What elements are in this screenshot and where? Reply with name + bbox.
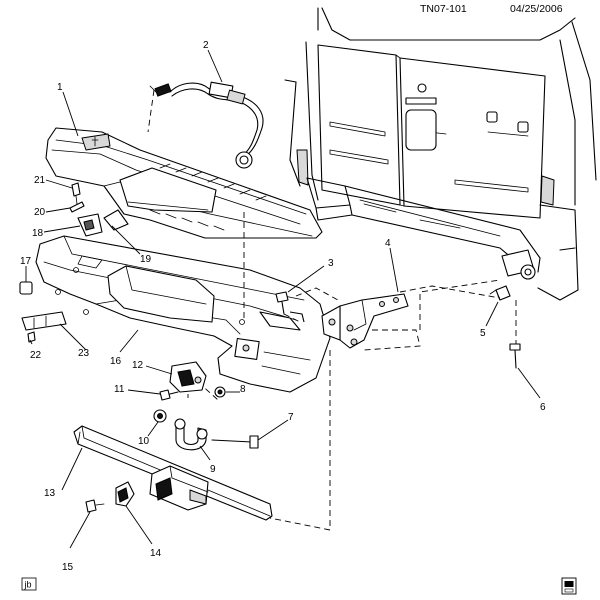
bolt-5 — [489, 285, 511, 301]
door-handle — [405, 97, 437, 105]
hitch-bracket-12 — [169, 361, 207, 393]
callout-labels: 1 2 3 4 5 6 7 8 9 10 11 12 13 14 15 16 1… — [20, 40, 546, 573]
receiver-hitch-13 — [73, 425, 273, 521]
callout-18: 18 — [32, 228, 44, 239]
callout-10: 10 — [138, 436, 150, 447]
bolt-6 — [509, 343, 521, 369]
door-window — [405, 109, 437, 151]
hitch-cover-14 — [115, 481, 135, 507]
callout-leaders — [25, 49, 541, 549]
hitch-pin-15 — [85, 499, 105, 513]
washer-10 — [153, 409, 167, 423]
callout-8: 8 — [240, 384, 246, 395]
callout-6: 6 — [540, 402, 546, 413]
bolt-3 — [275, 291, 289, 315]
screw-22 — [27, 331, 36, 343]
callout-12: 12 — [132, 360, 144, 371]
vehicle-rear — [284, 7, 597, 301]
step-pad-corner — [81, 133, 111, 151]
footer: jb — [21, 577, 577, 595]
diagram-header: TN07-101 04/25/2006 — [420, 3, 563, 15]
bolt-7 — [211, 435, 259, 449]
callout-17: 17 — [20, 256, 32, 267]
callout-9: 9 — [210, 464, 216, 475]
callout-4: 4 — [385, 238, 391, 249]
left-tail-light — [296, 149, 309, 186]
harness-connector-left — [154, 83, 172, 97]
tow-hook-9 — [174, 418, 208, 451]
callout-21: 21 — [34, 175, 46, 186]
callout-11: 11 — [114, 384, 125, 395]
callout-16: 16 — [110, 356, 122, 367]
callout-3: 3 — [328, 258, 334, 269]
mounting-bracket-4 — [321, 293, 409, 349]
callout-23: 23 — [78, 348, 90, 359]
figure-id: TN07-101 — [420, 3, 467, 15]
cap-17 — [19, 281, 33, 295]
washer-20 — [69, 201, 85, 213]
bolt-21 — [71, 182, 81, 197]
bumper-face-bar — [35, 235, 331, 393]
wiring-harness — [149, 81, 264, 169]
bracket-23 — [21, 311, 67, 331]
bumper-step-pad — [45, 127, 323, 239]
vehicle-book-icon — [561, 577, 577, 595]
left-side-hardware — [19, 281, 67, 343]
jb-badge — [21, 577, 37, 591]
jb-badge-text: jb — [24, 580, 32, 590]
callout-22: 22 — [30, 350, 42, 361]
door-lock-icon — [417, 83, 427, 93]
bolt-11 — [159, 389, 179, 401]
callout-5: 5 — [480, 328, 486, 339]
callout-1: 1 — [57, 82, 63, 93]
callout-14: 14 — [150, 548, 162, 559]
callout-13: 13 — [44, 488, 56, 499]
callout-7: 7 — [288, 412, 294, 423]
right-tail-light — [540, 175, 555, 206]
nut-8 — [214, 386, 226, 398]
callout-15: 15 — [62, 562, 74, 573]
figure-date: 04/25/2006 — [510, 3, 563, 15]
clip-19 — [103, 209, 129, 231]
callout-2: 2 — [203, 40, 209, 51]
alignment-lines — [147, 89, 517, 531]
callout-19: 19 — [140, 254, 152, 265]
left-mounting-hardware — [69, 182, 129, 237]
callout-20: 20 — [34, 207, 46, 218]
